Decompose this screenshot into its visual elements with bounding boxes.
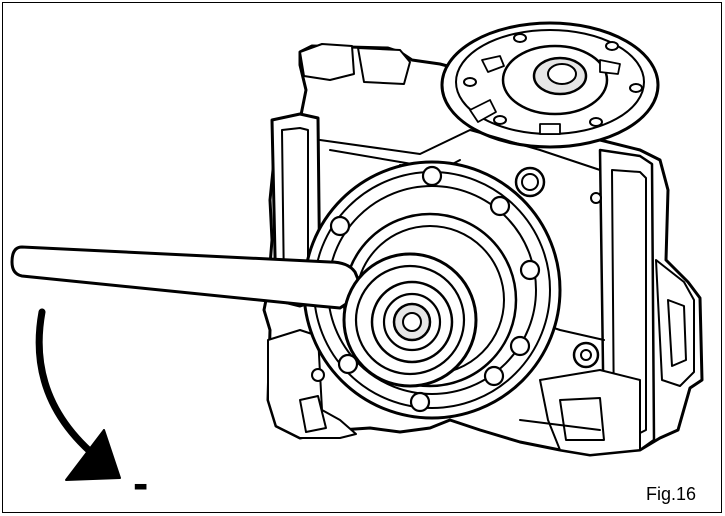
side-details bbox=[311, 166, 602, 382]
figure-label: Fig.16 bbox=[646, 484, 697, 504]
minus-sign: - bbox=[133, 457, 149, 509]
input-shaft-hub bbox=[342, 252, 478, 388]
rotation-arrow bbox=[35, 308, 121, 481]
wrench bbox=[10, 245, 362, 310]
output-flange bbox=[440, 21, 660, 149]
